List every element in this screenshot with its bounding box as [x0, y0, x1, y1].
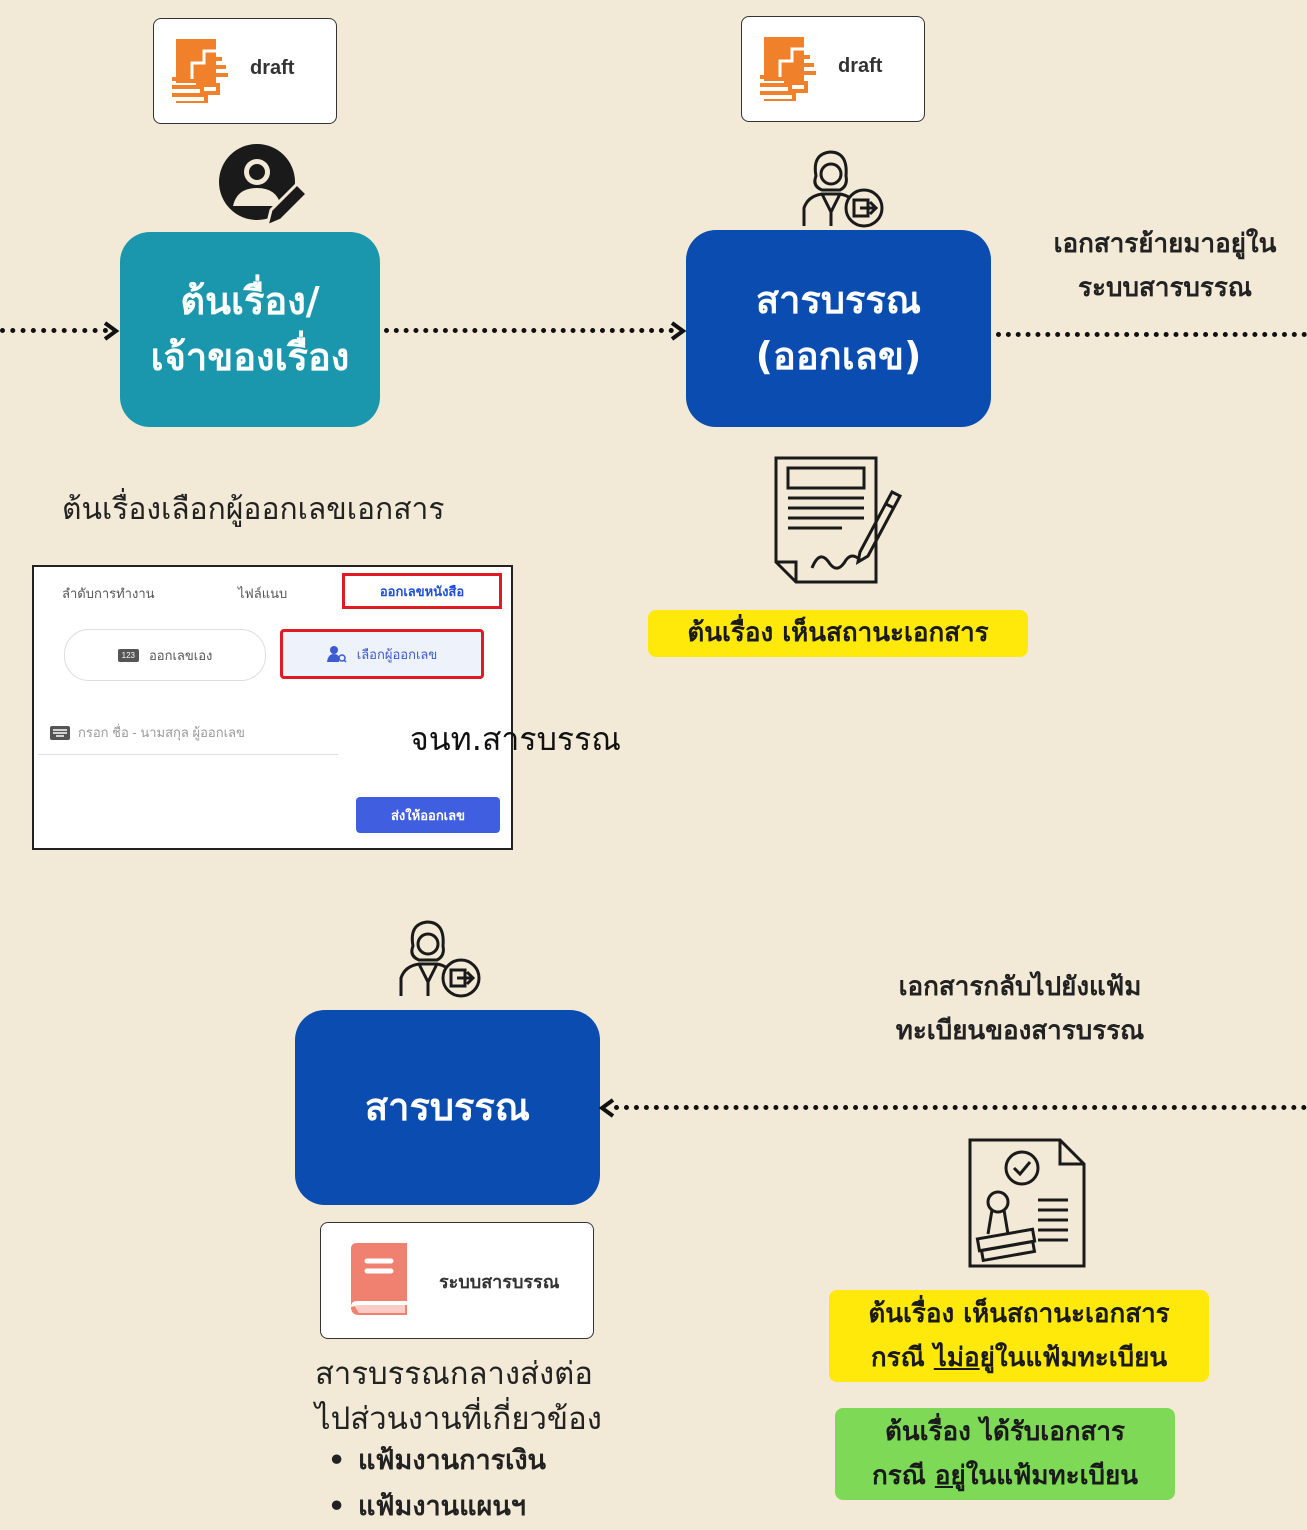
bullet-plan: แฟ้มงานแผนฯ [358, 1490, 526, 1522]
draft-logo-icon [760, 37, 816, 101]
self-issue-button[interactable]: 123 ออกเลขเอง [64, 629, 266, 681]
status-see-doc: ต้นเรื่อง เห็นสถานะเอกสาร [648, 610, 1028, 657]
keyboard-icon [50, 725, 70, 740]
tab-workflow[interactable]: ลำดับการทำงาน [62, 586, 155, 601]
officer-label: จนท.สารบรรณ [410, 720, 621, 758]
list-item: •แฟ้มงานแผนฯ [328, 1490, 526, 1522]
note-moved-line1: เอกสารย้ายมาอยู่ใน [1053, 229, 1277, 259]
caption-select-issuer: ต้นเรื่องเลือกผู้ออกเลขเอกสาร [62, 492, 445, 527]
number-icon: 123 [117, 648, 139, 662]
node-saraban-number-line2: (ออกเลข) [755, 333, 922, 378]
bottom-caption-line2: ไปส่วนงานที่เกี่ยวข้อง [315, 1400, 602, 1437]
draft-card-2: draft [741, 16, 925, 122]
status-not-in-folder-line1: ต้นเรื่อง เห็นสถานะเอกสาร [868, 1299, 1170, 1329]
arrow-owner-to-saraban [384, 328, 674, 333]
arrow-return [614, 1105, 1307, 1110]
arrow-out-right [996, 332, 1307, 337]
node-saraban: สารบรรณ [295, 1010, 600, 1205]
node-owner-line1: ต้นเรื่อง/ [180, 279, 320, 324]
officer-icon [802, 150, 884, 228]
note-returned: เอกสารกลับไปยังแฟ้ม ทะเบียนของสารบรรณ [850, 965, 1190, 1053]
status-in-folder: ต้นเรื่อง ได้รับเอกสาร กรณี อยู่ในแฟ้มทะ… [835, 1408, 1175, 1500]
tab-issue-number[interactable]: ออกเลขหนังสือ [342, 573, 502, 609]
bullet-list: •แฟ้มงานการเงิน •แฟ้มงานแผนฯ [328, 1438, 546, 1530]
status-in-folder-line2: กรณี อยู่ในแฟ้มทะเบียน [871, 1461, 1139, 1492]
arrow-head-icon [670, 321, 687, 341]
node-saraban-label: สารบรรณ [364, 1084, 531, 1129]
user-search-icon [326, 646, 347, 663]
node-owner-line2: เจ้าของเรื่อง [150, 334, 350, 379]
node-owner: ต้นเรื่อง/ เจ้าของเรื่อง [120, 232, 380, 427]
arrow-head-icon [103, 321, 120, 341]
tab-issue-number-label: ออกเลขหนังสือ [379, 583, 465, 599]
system-card-label: ระบบสารบรรณ [439, 1272, 560, 1293]
note-moved: เอกสารย้ายมาอยู่ใน ระบบสารบรรณ [1020, 222, 1307, 310]
note-returned-line2: ทะเบียนของสารบรรณ [895, 1016, 1145, 1047]
draft-label: draft [838, 55, 883, 77]
status-not-in-folder: ต้นเรื่อง เห็นสถานะเอกสาร กรณี ไม่อยู่ใน… [829, 1290, 1209, 1382]
self-issue-label: ออกเลขเอง [148, 647, 213, 663]
tab-attachments[interactable]: ไฟล์แนบ [238, 586, 288, 601]
bottom-caption: สารบรรณกลางส่งต่อ ไปส่วนงานที่เกี่ยวข้อง [315, 1352, 602, 1442]
document-sign-icon [774, 456, 903, 584]
arrow-in-left [0, 328, 108, 333]
select-issuer-button[interactable]: เลือกผู้ออกเลข [280, 629, 484, 679]
system-card: ระบบสารบรรณ [320, 1222, 594, 1339]
status-in-folder-line1: ต้นเรื่อง ได้รับเอกสาร [885, 1417, 1125, 1447]
send-to-issue-label: ส่งให้ออกเลข [391, 807, 465, 823]
select-issuer-label: เลือกผู้ออกเลข [356, 646, 438, 662]
user-edit-icon [219, 144, 309, 228]
list-item: •แฟ้มงานการเงิน [328, 1445, 546, 1476]
draft-logo-icon [172, 39, 228, 103]
issuer-name-placeholder: กรอก ชื่อ - นามสกุล ผู้ออกเลข [78, 725, 245, 740]
bottom-caption-line1: สารบรรณกลางส่งต่อ [315, 1356, 593, 1392]
note-returned-line1: เอกสารกลับไปยังแฟ้ม [898, 972, 1142, 1002]
send-to-issue-button[interactable]: ส่งให้ออกเลข [356, 797, 500, 833]
note-moved-line2: ระบบสารบรรณ [1078, 273, 1252, 304]
draft-card-1: draft [153, 18, 337, 124]
status-not-in-folder-line2: กรณี ไม่อยู่ในแฟ้มทะเบียน [870, 1343, 1168, 1374]
book-icon [351, 1243, 407, 1315]
node-saraban-number: สารบรรณ (ออกเลข) [686, 230, 991, 427]
issuer-panel: ลำดับการทำงาน ไฟล์แนบ ออกเลขหนังสือ 123 … [32, 565, 513, 850]
arrow-head-left-icon [598, 1098, 615, 1118]
draft-label: draft [250, 57, 295, 79]
node-saraban-number-line1: สารบรรณ [755, 278, 922, 323]
issuer-name-input[interactable]: กรอก ชื่อ - นามสกุล ผู้ออกเลข [38, 711, 338, 755]
officer-icon [399, 920, 481, 998]
bullet-finance: แฟ้มงานการเงิน [358, 1445, 546, 1476]
approved-stamp-icon [968, 1138, 1086, 1268]
